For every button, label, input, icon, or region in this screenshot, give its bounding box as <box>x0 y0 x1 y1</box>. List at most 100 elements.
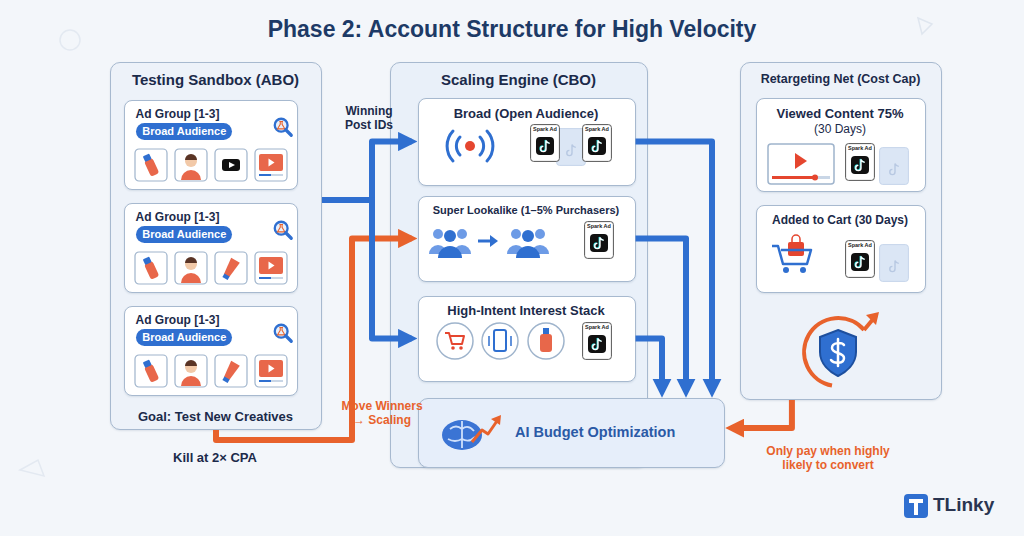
spark-ad-tag: Spark Ad <box>585 324 611 331</box>
lookalike-arrow <box>478 240 492 243</box>
box-heading: Super Lookalike (1–5% Purchasers) <box>419 204 634 217</box>
flow-arrow <box>322 142 412 201</box>
flow-arrow <box>731 400 792 428</box>
box-heading: AI Budget Optimization <box>515 424 715 441</box>
progress-fill <box>772 176 815 179</box>
diagram-title: Phase 2: Account Structure for High Velo… <box>0 16 1024 44</box>
decor-triangle <box>918 18 932 34</box>
decor-circle <box>60 30 80 50</box>
progress-knob <box>812 175 818 181</box>
cart-wheel <box>451 346 455 350</box>
box-note: Goal: Test New Creatives <box>111 409 320 425</box>
shopping-bag <box>788 242 804 256</box>
logo-glyph <box>909 499 923 515</box>
bottle-icon <box>540 334 552 352</box>
audience-box: Viewed Content 75%(30 Days) <box>756 98 926 192</box>
creative-icon <box>135 252 167 284</box>
optimizer-box: AI Budget Optimization <box>418 398 725 468</box>
audience-box: Added to Cart (30 Days) <box>756 205 926 293</box>
phone-icon <box>494 330 506 351</box>
audience-box: Super Lookalike (1–5% Purchasers) <box>418 196 636 282</box>
progress-track <box>772 176 830 179</box>
shield-icon <box>820 330 856 376</box>
interest-circle <box>437 323 473 359</box>
cart-icon <box>445 333 464 344</box>
box-heading: High-Intent Interest Stack <box>419 303 634 319</box>
box-heading: Broad Audience <box>136 331 232 344</box>
phone-vibration <box>489 336 511 346</box>
spark-ad-tag: Spark Ad <box>587 223 613 230</box>
spark-ad-tile <box>846 241 875 278</box>
spark-ad-tag: Spark Ad <box>848 145 874 152</box>
box-heading: Broad Audience <box>136 125 232 138</box>
edge-label: Move Winners → Scaling <box>338 399 426 428</box>
lookalike-arrowhead <box>490 235 498 247</box>
growth-arrow <box>472 421 497 442</box>
broadcast-icon <box>447 131 493 161</box>
flow-arrow <box>636 339 663 393</box>
box-heading: Added to Cart (30 Days) <box>757 213 924 227</box>
brain-folds <box>448 421 475 448</box>
broadcast-dot <box>465 141 475 151</box>
bag-handle <box>792 235 800 242</box>
creative-icon <box>215 252 247 284</box>
flow-arrow <box>636 142 713 393</box>
box-heading: Scaling Engine (CBO) <box>391 71 646 89</box>
creative-icon <box>175 355 207 387</box>
broadcast-waves <box>447 131 493 161</box>
audience-box: High-Intent Interest Stack <box>418 296 636 382</box>
play-triangle <box>795 153 807 169</box>
test-magnifier <box>275 222 292 239</box>
box-heading: Broad Audience <box>136 228 232 241</box>
creative-icon <box>255 355 287 387</box>
faded-spark-tile <box>557 129 586 166</box>
cost-cap-ring <box>804 318 864 385</box>
growth-arrowhead <box>491 415 501 425</box>
spark-ad-tile <box>531 125 560 162</box>
edge-label: Winning Post IDs <box>333 104 405 133</box>
box-heading: Testing Sandbox (ABO) <box>111 71 320 89</box>
ad-group-box: Ad Group [1-3]Broad Audience <box>124 203 298 293</box>
spark-ad-tag: Spark Ad <box>585 126 611 133</box>
seed-audience-icon <box>429 229 471 258</box>
interest-circle <box>482 323 518 359</box>
audience-pill: Broad Audience <box>136 329 232 346</box>
box-heading: Ad Group [1-3] <box>136 107 276 121</box>
video-player <box>768 144 834 184</box>
box-heading: Viewed Content 75% <box>757 106 924 122</box>
ring-arrowhead <box>866 312 879 325</box>
logo-mark <box>904 494 928 518</box>
brain-icon <box>442 420 482 450</box>
faded-spark-tile <box>880 148 909 185</box>
faded-spark-tile <box>880 245 909 282</box>
ring-arrow <box>864 318 874 330</box>
creative-icon <box>175 252 207 284</box>
box-heading: Retargeting Net (Cost Cap) <box>741 72 940 87</box>
dollar-mark <box>831 339 844 366</box>
audience-pill: Broad Audience <box>136 226 232 243</box>
spark-ad-tile <box>583 323 612 360</box>
ad-group-box: Ad Group [1-3] Broad Audience <box>124 100 298 190</box>
cart-wheel <box>459 346 463 350</box>
creative-icon <box>215 355 247 387</box>
cart-icon <box>772 246 811 264</box>
ad-group-box: Ad Group [1-3] Broad Audience <box>124 306 298 396</box>
creative-icon <box>215 149 247 181</box>
cart-wheel <box>800 267 806 273</box>
spark-ad-tag: Spark Ad <box>848 242 874 249</box>
flow-arrow <box>216 239 412 441</box>
box-heading: Ad Group [1-3] <box>136 313 276 327</box>
lookalike-audience-icon <box>507 229 549 258</box>
bottle-cap <box>543 328 549 334</box>
cart-wheel <box>783 267 789 273</box>
spark-ad-tile <box>846 144 875 181</box>
audience-pill: Broad Audience <box>136 123 232 140</box>
edge-label: Only pay when highly likely to convert <box>762 444 894 473</box>
audience-box: Broad (Open Audience) <box>418 98 636 186</box>
flow-arrow <box>322 200 412 339</box>
